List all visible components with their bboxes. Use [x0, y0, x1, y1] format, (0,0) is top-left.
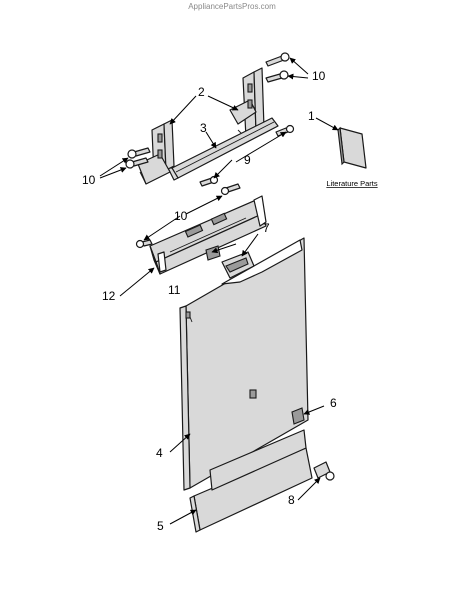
literature-parts-label: Literature Parts [326, 179, 378, 188]
watermark-text: AppliancePartsPros.com [188, 2, 276, 11]
literature-parts [337, 126, 367, 169]
callout-11: 11 [168, 283, 181, 297]
callout-2: 2 [198, 85, 205, 99]
left-screws [125, 147, 219, 187]
callout-10-left: 10 [82, 173, 96, 187]
door-top-rail [167, 117, 279, 181]
callout-9: 9 [244, 153, 251, 167]
callout-5: 5 [157, 519, 164, 533]
door-handle [221, 251, 255, 279]
callout-3: 3 [200, 121, 207, 135]
callout-8: 8 [288, 493, 295, 507]
callout-10-middle: 10 [174, 209, 188, 223]
callout-12: 12 [102, 289, 116, 303]
callout-7: 7 [263, 221, 270, 235]
callout-6: 6 [330, 396, 337, 410]
callout-1: 1 [308, 109, 315, 123]
callout-labels: 1 2 3 4 5 6 7 8 9 10 10 10 11 12 [82, 69, 337, 533]
callout-4: 4 [156, 446, 163, 460]
leader-lines [99, 57, 339, 525]
callout-10-top: 10 [312, 69, 326, 83]
leveling-foot [313, 461, 335, 481]
toe-kick-panel [189, 429, 313, 533]
outer-door-panel [179, 237, 309, 491]
control-console [149, 195, 267, 275]
console-screws [135, 183, 241, 249]
